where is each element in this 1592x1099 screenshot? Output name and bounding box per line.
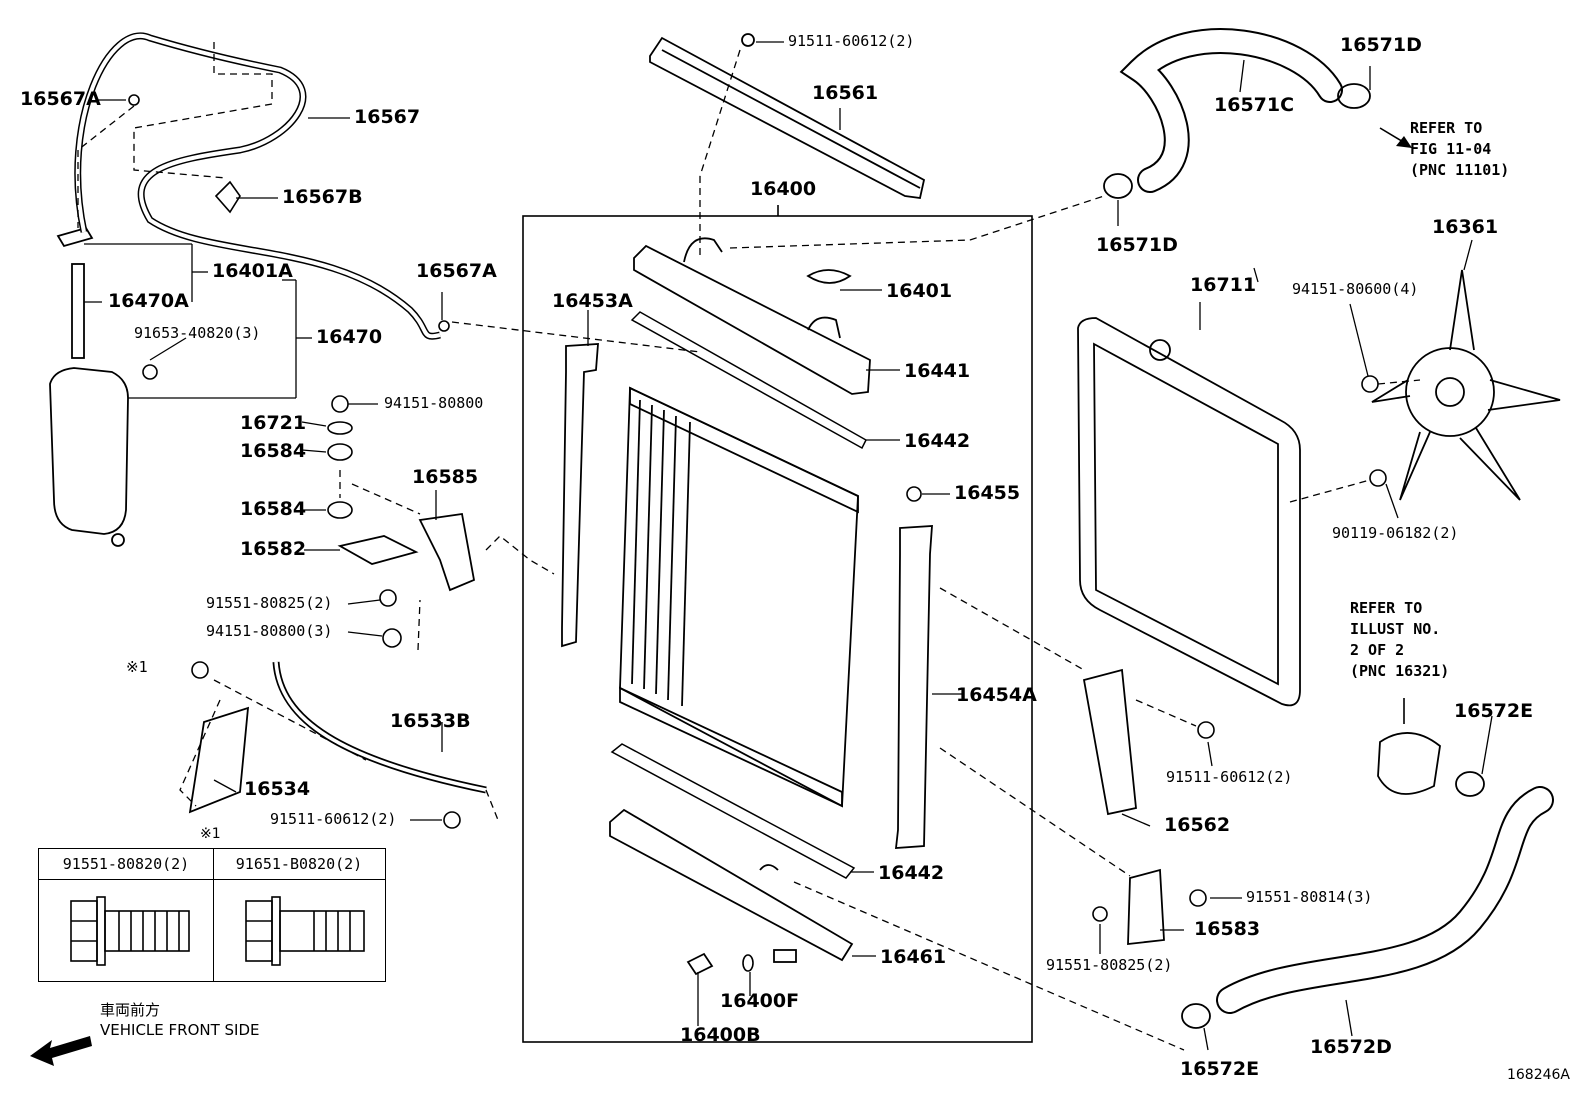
fan-shroud <box>1077 317 1301 707</box>
label-94151-80800-3: 94151-80800(3) <box>206 622 333 640</box>
side-bracket-left <box>561 343 599 648</box>
fastener-table-mark: ※1 <box>200 826 221 842</box>
bracket-16585 <box>418 512 476 592</box>
label-16572D: 16572D <box>1310 1036 1392 1058</box>
radiator-top-support <box>649 33 926 200</box>
drain-plug <box>686 952 714 976</box>
label-16533B: 16533B <box>390 710 471 732</box>
label-16401: 16401 <box>886 280 953 302</box>
radiator-upper-tank <box>633 237 871 395</box>
figure-id: 168246A <box>1506 1067 1570 1083</box>
label-91551-80825-right: 91551-80825(2) <box>1046 956 1173 974</box>
label-mark-1: ※1 <box>126 658 148 676</box>
bolt-drawing-1 <box>70 896 190 966</box>
radiator-core <box>619 386 859 808</box>
note-refer-fig: REFER TO FIG 11-04 (PNC 11101) <box>1410 119 1510 179</box>
label-16567A-mid: 16567A <box>416 260 497 282</box>
water-outlet <box>1377 732 1441 795</box>
label-16455: 16455 <box>954 482 1021 504</box>
label-16401A: 16401A <box>212 260 293 282</box>
reservoir-tank <box>49 226 129 547</box>
label-91653-40820: 91653-40820(3) <box>134 324 261 342</box>
label-16454A: 16454A <box>956 684 1037 706</box>
label-91511-60612-top: 91511-60612(2) <box>788 32 915 50</box>
assembly-lines <box>77 42 1421 1051</box>
label-16585: 16585 <box>412 466 479 488</box>
label-16571D-top: 16571D <box>1340 34 1422 56</box>
label-16572E-top: 16572E <box>1454 700 1534 722</box>
label-16534: 16534 <box>244 778 311 800</box>
label-16470A: 16470A <box>108 290 189 312</box>
baffle-16562 <box>1082 668 1137 816</box>
label-16571D-mid: 16571D <box>1096 234 1178 256</box>
bracket-16582 <box>337 535 419 565</box>
label-91551-80825-left: 91551-80825(2) <box>206 594 333 612</box>
hose-clamp-top <box>1337 83 1371 109</box>
side-bracket-right <box>894 525 933 849</box>
label-16453A: 16453A <box>552 290 633 312</box>
label-16562: 16562 <box>1164 814 1231 836</box>
label-16561: 16561 <box>812 82 879 104</box>
label-16470: 16470 <box>316 326 383 348</box>
gasket-top <box>630 311 867 450</box>
label-16582: 16582 <box>240 538 307 560</box>
fastener-table: 91551-80820(2) 91651-B0820(2) <box>38 848 386 982</box>
bracket-16583 <box>1127 868 1165 946</box>
note-refer-illust: REFER TO ILLUST NO. 2 OF 2 (PNC 16321) <box>1350 599 1450 680</box>
bolt-drawing-2 <box>245 896 365 966</box>
label-16442-bot: 16442 <box>878 862 945 884</box>
label-16400F: 16400F <box>720 990 800 1012</box>
radiator-lower-tank <box>609 808 854 963</box>
label-16567B: 16567B <box>282 186 363 208</box>
fastener-col-1: 91551-80820(2) <box>39 849 213 880</box>
front-arrow-icon <box>30 1036 92 1066</box>
label-16721: 16721 <box>240 412 307 434</box>
vehicle-front-side: 車両前方 VEHICLE FRONT SIDE <box>100 1000 260 1040</box>
label-16461: 16461 <box>880 946 947 968</box>
label-16584-b: 16584 <box>240 498 307 520</box>
label-16572E-bot: 16572E <box>1180 1058 1260 1080</box>
label-16441: 16441 <box>904 360 971 382</box>
leader-lines <box>84 41 1493 1051</box>
cooling-fan <box>1371 269 1561 501</box>
label-16400B: 16400B <box>680 1024 761 1046</box>
label-94151-80800: 94151-80800 <box>384 394 484 412</box>
hose-clamp-mid <box>1103 173 1133 199</box>
small-fasteners <box>128 94 1387 922</box>
gasket-bottom <box>610 743 856 879</box>
front-side-en: VEHICLE FRONT SIDE <box>100 1021 260 1039</box>
label-16567: 16567 <box>354 106 421 128</box>
label-16711: 16711 <box>1190 274 1257 296</box>
label-16571C: 16571C <box>1214 94 1295 116</box>
label-16442-top: 16442 <box>904 430 971 452</box>
hose-clamp-right <box>1455 771 1485 797</box>
label-90119-06182: 90119-06182(2) <box>1332 524 1459 542</box>
bracket-16534 <box>188 706 250 814</box>
label-16583: 16583 <box>1194 918 1261 940</box>
label-91511-60612-right: 91511-60612(2) <box>1166 768 1293 786</box>
hose-clamp-bottom <box>1181 1003 1211 1029</box>
label-91551-80814: 91551-80814(3) <box>1246 888 1373 906</box>
label-16567A-top: 16567A <box>20 88 101 110</box>
label-16361: 16361 <box>1432 216 1499 238</box>
label-94151-80600: 94151-80600(4) <box>1292 280 1419 298</box>
label-91511-60612-left: 91511-60612(2) <box>270 810 397 828</box>
label-16584-a: 16584 <box>240 440 307 462</box>
fastener-col-2: 91651-B0820(2) <box>213 849 385 880</box>
front-side-jp: 車両前方 <box>100 1001 161 1019</box>
label-16400: 16400 <box>750 178 817 200</box>
